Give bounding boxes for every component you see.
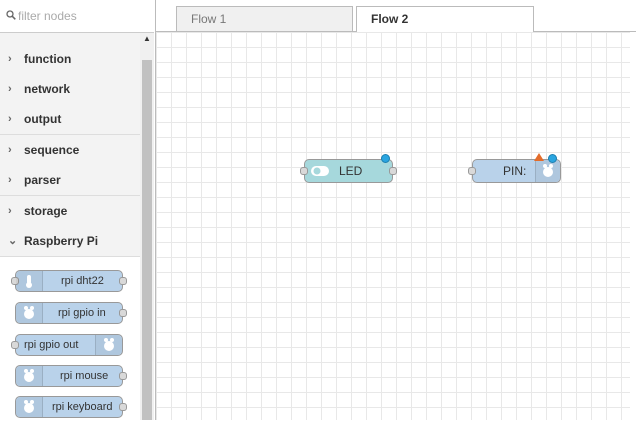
- input-port[interactable]: [300, 167, 308, 175]
- category-label: sequence: [24, 143, 80, 157]
- palette-node-rpi-dht22[interactable]: rpi dht22: [11, 270, 127, 292]
- category-raspberry-pi[interactable]: ⌄ Raspberry Pi: [0, 226, 140, 257]
- workspace-tabs: Flow 1 Flow 2: [156, 0, 636, 32]
- raspberry-pi-icon: [16, 366, 43, 386]
- raspberry-pi-icon: [16, 303, 43, 323]
- category-label: network: [24, 82, 71, 96]
- chevron-right-icon: ›: [8, 205, 12, 217]
- scrollbar-thumb[interactable]: [142, 60, 152, 420]
- raspberry-pi-icon: [95, 335, 122, 355]
- output-port[interactable]: [119, 277, 127, 285]
- category-label: common: [24, 32, 74, 44]
- palette-node-rpi-mouse[interactable]: rpi mouse: [15, 365, 127, 387]
- thermometer-icon: [16, 271, 43, 291]
- category-label: parser: [24, 173, 61, 187]
- chevron-right-icon: ›: [8, 83, 12, 95]
- category-storage[interactable]: › storage: [0, 196, 140, 227]
- flow-node-pin[interactable]: PIN:: [468, 153, 561, 183]
- tab-flow-1[interactable]: Flow 1: [176, 6, 353, 31]
- chevron-right-icon: ›: [8, 144, 12, 156]
- palette-scrollbar[interactable]: ▲: [140, 32, 154, 420]
- category-label: function: [24, 52, 72, 66]
- flow-workspace-canvas[interactable]: LED PIN:: [156, 32, 630, 420]
- changed-indicator-dot: [381, 154, 390, 163]
- input-port[interactable]: [468, 167, 476, 175]
- input-port[interactable]: [11, 277, 19, 285]
- scroll-up-arrow-icon[interactable]: ▲: [143, 34, 151, 43]
- search-icon: [6, 10, 16, 20]
- tab-label: Flow 2: [371, 12, 409, 26]
- node-label: PIN:: [503, 164, 527, 178]
- palette-node-rpi-keyboard[interactable]: rpi keyboard: [15, 396, 127, 418]
- category-parser[interactable]: › parser: [0, 165, 140, 196]
- raspberry-pi-icon: [535, 160, 560, 182]
- chevron-right-icon: ›: [8, 113, 12, 125]
- category-label: Raspberry Pi: [24, 234, 99, 248]
- tab-flow-2[interactable]: Flow 2: [356, 6, 534, 32]
- chevron-right-icon: ›: [8, 174, 12, 186]
- category-label: storage: [24, 204, 68, 218]
- category-label: output: [24, 112, 62, 126]
- chevron-right-icon: ›: [8, 32, 12, 44]
- raspberry-pi-icon: [16, 397, 43, 417]
- output-port[interactable]: [119, 309, 127, 317]
- node-label: LED: [339, 164, 363, 178]
- node-label: rpi gpio out: [24, 339, 79, 351]
- warning-triangle-icon: [534, 153, 544, 161]
- workspace-bottom-area: [156, 420, 630, 439]
- palette-node-rpi-gpio-in[interactable]: rpi gpio in: [15, 302, 127, 324]
- category-function[interactable]: › function: [0, 44, 140, 75]
- palette-node-rpi-gpio-out[interactable]: rpi gpio out: [11, 334, 123, 356]
- node-palette: › common › function › network › output ›…: [0, 0, 156, 420]
- tab-label: Flow 1: [191, 12, 227, 26]
- filter-nodes-input[interactable]: [18, 6, 146, 26]
- node-label: rpi gpio in: [58, 307, 106, 319]
- node-label: rpi dht22: [61, 275, 104, 287]
- category-network[interactable]: › network: [0, 74, 140, 105]
- chevron-right-icon: ›: [8, 53, 12, 65]
- node-label: rpi mouse: [60, 370, 109, 382]
- palette-category-list: › common › function › network › output ›…: [0, 32, 140, 420]
- raspberry-pi-node-list: rpi dht22 rpi gpio in rpi gpio out rpi m…: [0, 262, 140, 420]
- output-port[interactable]: [119, 403, 127, 411]
- input-port[interactable]: [11, 341, 19, 349]
- chevron-down-icon: ⌄: [8, 235, 18, 247]
- toggle-switch-icon: [309, 164, 331, 178]
- category-sequence[interactable]: › sequence: [0, 135, 140, 166]
- output-port[interactable]: [389, 167, 397, 175]
- category-output[interactable]: › output: [0, 104, 140, 135]
- output-port[interactable]: [119, 372, 127, 380]
- palette-search-bar: [0, 0, 154, 33]
- flow-node-led[interactable]: LED: [300, 154, 397, 183]
- changed-indicator-dot: [548, 154, 557, 163]
- node-label: rpi keyboard: [52, 401, 113, 413]
